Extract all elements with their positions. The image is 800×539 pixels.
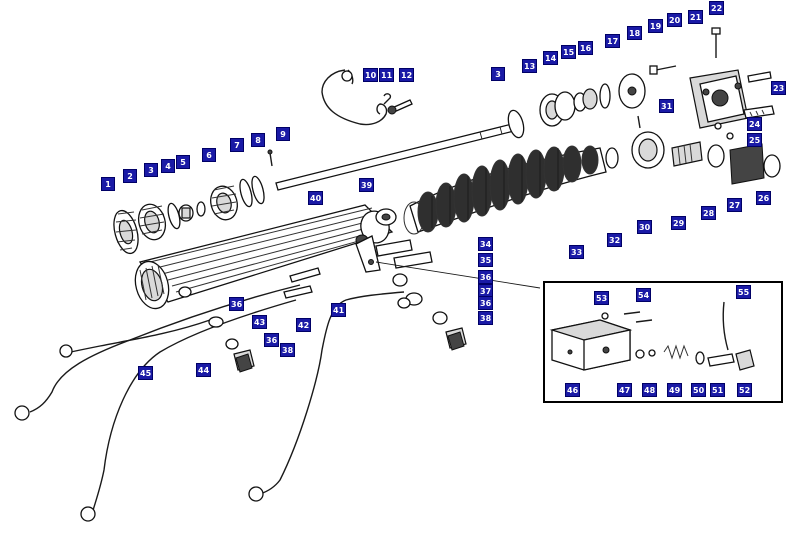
callout-label: 54 bbox=[636, 288, 652, 302]
callout-label: 27 bbox=[727, 198, 743, 212]
callout-label: 17 bbox=[605, 34, 621, 48]
callout-label: 3 bbox=[144, 163, 158, 177]
callout-label: 21 bbox=[688, 10, 704, 24]
callout-label: 52 bbox=[737, 383, 753, 397]
callout-label: 38 bbox=[280, 343, 296, 357]
callout-label: 6 bbox=[202, 148, 216, 162]
callout-label: 37 bbox=[478, 284, 494, 298]
callout-label: 29 bbox=[671, 216, 687, 230]
callout-label: 26 bbox=[756, 191, 772, 205]
callout-label: 36 bbox=[229, 297, 245, 311]
callout-label: 43 bbox=[252, 315, 268, 329]
callout-label: 8 bbox=[251, 133, 265, 147]
callout-label: 18 bbox=[627, 26, 643, 40]
callout-label: 32 bbox=[607, 233, 623, 247]
callout-label: 13 bbox=[522, 59, 538, 73]
callout-label: 34 bbox=[478, 237, 494, 251]
callout-label: 14 bbox=[543, 51, 559, 65]
callout-label: 25 bbox=[747, 133, 763, 147]
callout-label: 33 bbox=[569, 245, 585, 259]
callout-label: 4 bbox=[161, 159, 175, 173]
valve-inset bbox=[543, 281, 783, 403]
fittings-cluster bbox=[375, 208, 467, 351]
callout-label: 28 bbox=[701, 206, 717, 220]
callout-label: 41 bbox=[331, 303, 347, 317]
callout-label: 9 bbox=[276, 127, 290, 141]
inset-leader-line bbox=[375, 261, 541, 289]
callout-label: 7 bbox=[230, 138, 244, 152]
callout-label: 30 bbox=[637, 220, 653, 234]
callout-label: 38 bbox=[478, 311, 494, 325]
callout-label: 10 bbox=[363, 68, 379, 82]
callout-label: 15 bbox=[561, 45, 577, 59]
hydraulic-hoses bbox=[14, 267, 405, 522]
callout-label: 49 bbox=[667, 383, 683, 397]
callout-label: 44 bbox=[196, 363, 212, 377]
callout-label: 12 bbox=[399, 68, 415, 82]
callout-label: 36 bbox=[478, 296, 494, 310]
callout-label: 40 bbox=[308, 191, 324, 205]
callout-label: 46 bbox=[565, 383, 581, 397]
callout-label: 23 bbox=[771, 81, 787, 95]
callout-label: 20 bbox=[667, 13, 683, 27]
rubber-bellows bbox=[403, 145, 607, 235]
left-parts-cluster bbox=[113, 149, 273, 255]
callout-label: 24 bbox=[747, 117, 763, 131]
callout-label: 31 bbox=[659, 99, 675, 113]
callout-label: 48 bbox=[642, 383, 658, 397]
callout-label: 2 bbox=[123, 169, 137, 183]
callout-label: 3 bbox=[491, 67, 505, 81]
callout-label: 35 bbox=[478, 253, 494, 267]
callout-label: 45 bbox=[138, 366, 154, 380]
callout-label: 19 bbox=[648, 19, 664, 33]
callout-label: 5 bbox=[176, 155, 190, 169]
callout-label: 16 bbox=[578, 41, 594, 55]
callout-label: 51 bbox=[710, 383, 726, 397]
callout-label: 42 bbox=[296, 318, 312, 332]
clip-band bbox=[321, 69, 413, 126]
steering-rack-tube bbox=[134, 204, 394, 310]
callout-label: 55 bbox=[736, 285, 752, 299]
callout-label: 22 bbox=[709, 1, 725, 15]
callout-label: 36 bbox=[264, 333, 280, 347]
callout-label: 1 bbox=[101, 177, 115, 191]
callout-label: 47 bbox=[617, 383, 633, 397]
callout-label: 50 bbox=[691, 383, 707, 397]
callout-label: 53 bbox=[594, 291, 610, 305]
upper-right-parts bbox=[507, 73, 646, 139]
pinion-assembly bbox=[605, 115, 781, 185]
callout-label: 36 bbox=[478, 270, 494, 284]
callout-label: 11 bbox=[379, 68, 395, 82]
callout-label: 39 bbox=[359, 178, 375, 192]
